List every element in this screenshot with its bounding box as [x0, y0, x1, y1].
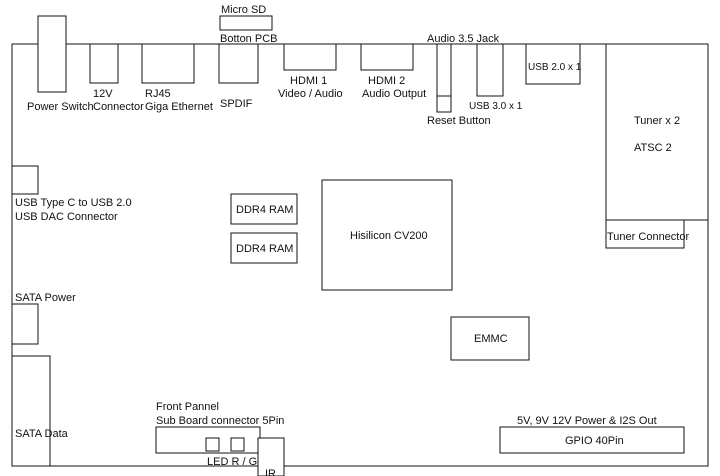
micro-sd-slot: [219, 15, 273, 31]
hdmi1-port: [283, 43, 337, 71]
front-panel-label-line2: Sub Board connector 5Pin: [156, 415, 284, 427]
gpio-description: 5V, 9V 12V Power & I2S Out: [517, 415, 657, 427]
usb30-port: [476, 43, 504, 97]
usbc-label-line1: USB Type C to USB 2.0: [15, 197, 132, 209]
rj45-label-line1: RJ45: [145, 88, 171, 100]
usb-type-c-connector: [11, 165, 39, 195]
reset-button: [436, 95, 452, 113]
soc-label: Hisilicon CV200: [350, 230, 428, 242]
12v-label-line1: 12V: [93, 88, 113, 100]
12v-label-line2: Connector: [93, 101, 144, 113]
ir-receiver: [257, 437, 285, 476]
tuner-connector: [605, 219, 685, 249]
spdif-port: [218, 43, 259, 84]
hdmi1-label-line2: Video / Audio: [278, 88, 343, 100]
hdmi1-label-line1: HDMI 1: [290, 75, 327, 87]
tuner-label-line1: Tuner x 2: [634, 115, 680, 127]
led-label: LED R / G: [207, 456, 257, 468]
emmc-chip: [450, 316, 530, 361]
front-panel-label-line1: Front Pannel: [156, 401, 219, 413]
gpio-header: [499, 426, 685, 454]
rj45-label-line2: Giga Ethernet: [145, 101, 213, 113]
sata-data-connector: [11, 355, 51, 467]
ddr4-1-label: DDR4 RAM: [236, 204, 293, 216]
micro-sd-label: Micro SD: [221, 4, 266, 16]
power-switch: [37, 15, 67, 93]
hdmi2-port: [360, 43, 414, 71]
sata-power-connector: [11, 303, 39, 345]
sata-power-label: SATA Power: [15, 292, 76, 304]
led-g: [230, 437, 245, 452]
audio-jack: [436, 43, 452, 97]
ir-label: IR: [265, 468, 276, 476]
bottom-pcb-label: Botton PCB: [220, 33, 277, 45]
hdmi2-label-line1: HDMI 2: [368, 75, 405, 87]
spdif-label: SPDIF: [220, 98, 253, 110]
ddr4-ram-2: [230, 232, 298, 264]
emmc-label: EMMC: [474, 333, 508, 345]
power-switch-label: Power Switch: [27, 101, 94, 113]
12v-connector: [89, 43, 119, 84]
tuner-label-line2: ATSC 2: [634, 142, 672, 154]
sata-data-label: SATA Data: [15, 428, 69, 440]
ddr4-2-label: DDR4 RAM: [236, 243, 293, 255]
usb20-label: USB 2.0 x 1: [528, 62, 582, 73]
usb30-label: USB 3.0 x 1: [469, 101, 523, 112]
tuner-connector-label: Tuner Connector: [607, 231, 689, 243]
audio-jack-label: Audio 3.5 Jack: [427, 33, 500, 45]
ddr4-ram-1: [230, 193, 298, 225]
usb20-port: [525, 43, 581, 85]
soc-chip: [321, 179, 453, 291]
reset-button-label: Reset Button: [427, 115, 491, 127]
usbc-label-line2: USB DAC Connector: [15, 211, 118, 223]
rj45-port: [141, 43, 195, 84]
led-r: [205, 437, 220, 452]
tuner-module: [605, 43, 709, 221]
hdmi2-label-line2: Audio Output: [362, 88, 426, 100]
gpio-label: GPIO 40Pin: [565, 435, 624, 447]
